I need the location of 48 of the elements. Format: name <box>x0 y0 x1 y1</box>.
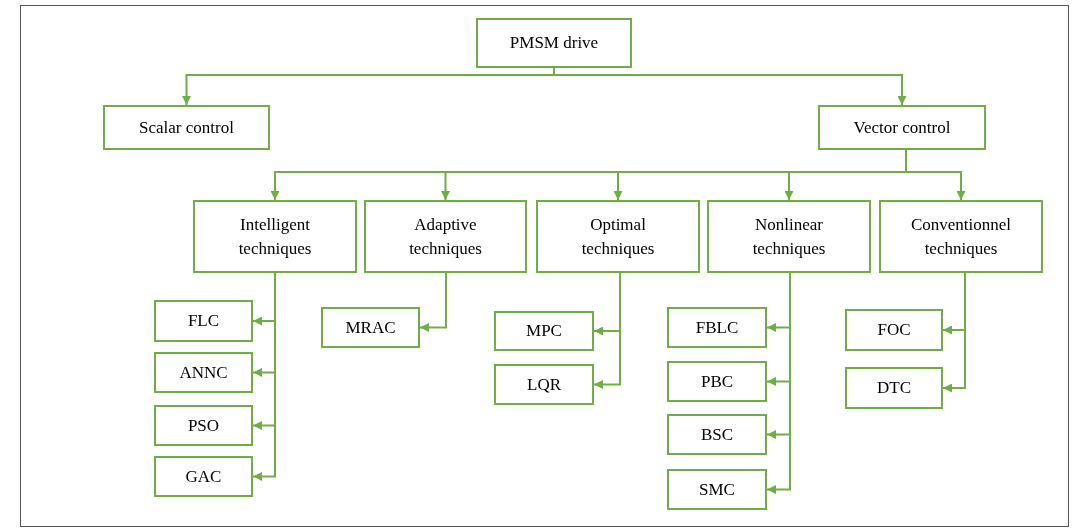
node-label: Scalar control <box>139 116 234 139</box>
node-label: MRAC <box>345 316 396 339</box>
node-label: Nonlinear techniques <box>751 213 827 260</box>
node-label: BSC <box>700 423 734 446</box>
process-box <box>667 361 767 402</box>
process-box <box>494 311 594 351</box>
node-label: FLC <box>187 310 220 332</box>
node-label: Vector control <box>853 116 951 139</box>
process-box <box>845 367 943 409</box>
process-box <box>667 414 767 455</box>
node-label: FBLC <box>695 316 739 339</box>
arrow <box>419 272 447 332</box>
node-label: FOC <box>877 319 911 341</box>
process-box <box>536 200 700 273</box>
arrow <box>942 272 966 393</box>
node-label: DTC <box>877 377 911 399</box>
node-label: PBC <box>700 370 734 393</box>
process-box <box>154 352 253 393</box>
process-box <box>321 307 420 348</box>
process-box <box>879 200 1043 273</box>
arrow <box>593 272 621 389</box>
process-box <box>476 18 632 68</box>
node-label: Conventionnel techniques <box>909 213 1013 260</box>
node-label: ANNC <box>179 361 228 384</box>
process-box <box>667 469 767 510</box>
arrow <box>766 272 791 494</box>
process-box <box>154 405 253 446</box>
process-box <box>154 300 253 342</box>
node-label: PMSM drive <box>509 32 599 54</box>
process-box <box>154 456 253 497</box>
process-box <box>667 307 767 348</box>
process-box <box>494 364 594 405</box>
node-label: GAC <box>185 465 222 488</box>
process-box <box>364 200 527 273</box>
process-box <box>103 105 270 150</box>
node-label: Adaptive techniques <box>408 213 483 260</box>
process-box <box>193 200 357 273</box>
node-label: Intelligent techniques <box>237 213 313 260</box>
process-box <box>845 309 943 351</box>
node-label: Optimal techniques <box>580 213 656 260</box>
node-label: LQR <box>527 373 561 396</box>
arrow <box>905 149 966 201</box>
arrow <box>252 272 276 481</box>
node-label: PSO <box>187 414 220 437</box>
node-label: MPC <box>526 320 562 342</box>
process-box <box>707 200 871 273</box>
node-label: SMC <box>699 478 735 501</box>
process-box <box>818 105 986 150</box>
